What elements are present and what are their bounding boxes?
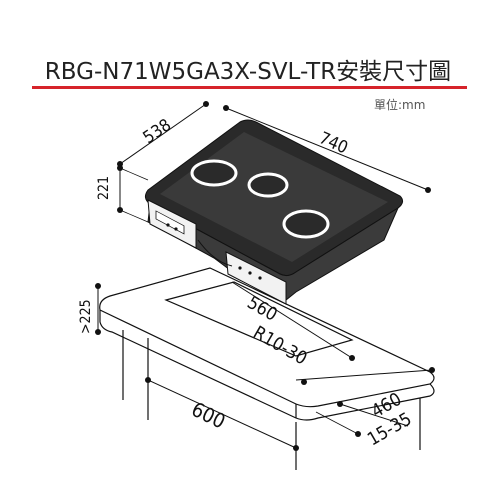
knob-right-3 <box>258 276 262 280</box>
gas-pipe <box>197 239 233 267</box>
knob-right-1 <box>238 266 242 270</box>
dim-line-538 <box>119 103 207 165</box>
label-221: 221 <box>96 176 112 200</box>
title-underline <box>32 86 467 89</box>
knob-left-2 <box>174 227 178 231</box>
label-600: 600 <box>188 397 229 434</box>
countertop-front-edge <box>99 310 435 421</box>
countertop-top-surface <box>99 267 435 408</box>
control-panel-right <box>225 251 287 305</box>
cooktop <box>144 119 404 305</box>
label-740: 740 <box>316 128 351 158</box>
label-225: >225 <box>78 299 94 334</box>
dim-line-460 <box>295 369 433 381</box>
burner-left <box>190 159 238 187</box>
dim-line-740 <box>225 107 429 191</box>
label-r10-30: R10-30 <box>250 322 311 369</box>
diagram-title: RBG-N71W5GA3X-SVL-TR安裝尺寸圖 <box>44 59 452 85</box>
countertop-cutout <box>164 281 354 357</box>
dimension-lines <box>95 101 435 451</box>
knob-left-1 <box>166 223 170 227</box>
burner-right <box>282 209 330 239</box>
dim-line-560 <box>231 281 353 359</box>
dim-line-600 <box>147 379 297 449</box>
label-538: 538 <box>140 115 175 148</box>
countertop <box>99 267 435 470</box>
unit-label: 單位:mm <box>374 98 426 112</box>
dim-line-15-35 <box>339 403 409 427</box>
knob-right-2 <box>248 271 252 275</box>
burner-middle <box>247 172 289 198</box>
